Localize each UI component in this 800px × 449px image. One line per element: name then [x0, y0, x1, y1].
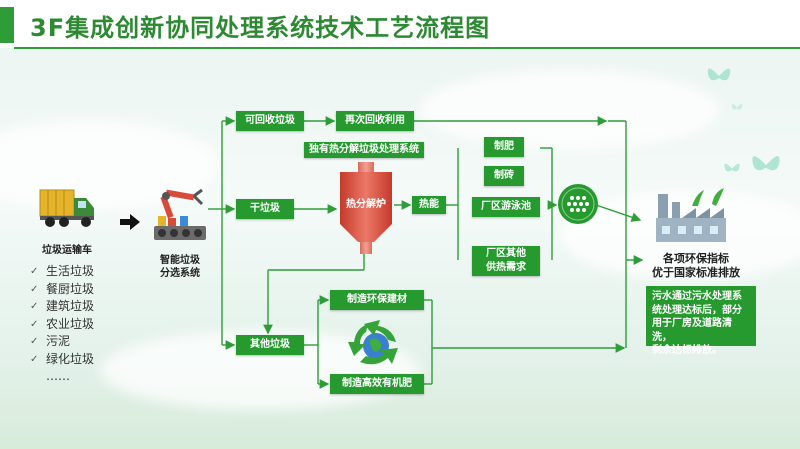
- robot-arm-icon: [154, 188, 206, 240]
- garbage-truck-icon: [39, 189, 94, 227]
- check-icon: ✓: [30, 283, 39, 295]
- pyrolysis-furnace-icon: [340, 162, 392, 254]
- list-ellipsis: ……: [46, 369, 70, 383]
- waste-type-list: ✓生活垃圾 ✓餐厨垃圾 ✓建筑垃圾 ✓农业垃圾 ✓污泥 ✓绿化垃圾 ……: [30, 263, 94, 386]
- other-heat-box: 厂区其他 供热需求: [472, 246, 540, 276]
- truck-to-sorter-arrow: [120, 214, 140, 230]
- fertilizer-box: 制肥: [484, 137, 524, 157]
- dry-waste-box: 干垃圾: [236, 199, 294, 219]
- building-material-box: 制造环保建材: [330, 290, 424, 310]
- check-icon: ✓: [30, 353, 39, 365]
- butterfly-icon: [707, 68, 731, 81]
- header-underline: [14, 47, 800, 49]
- wastewater-note: 污水通过污水处理系 统处理达标后，部分 用于厂房及道路清洗， 剩余达标排放。: [646, 286, 756, 356]
- butterfly-icon: [731, 103, 743, 110]
- recyclable-waste-box: 可回收垃圾: [236, 111, 304, 131]
- butterfly-icon: [724, 163, 740, 172]
- emission-standard-label: 各项环保指标 优于国家标准排放: [652, 252, 740, 279]
- list-item: ✓绿化垃圾: [30, 351, 94, 369]
- check-icon: ✓: [30, 318, 39, 330]
- list-item: ✓农业垃圾: [30, 316, 94, 334]
- organic-fertilizer-box: 制造高效有机肥: [330, 374, 424, 394]
- list-item: ✓生活垃圾: [30, 263, 94, 281]
- recycle-icon: [348, 320, 398, 365]
- check-icon: ✓: [30, 301, 39, 312]
- pyrolysis-system-box: 独有热分解垃圾处理系统: [304, 142, 424, 158]
- background-cloud: [420, 70, 720, 150]
- brick-box: 制砖: [484, 166, 524, 186]
- sorter-label: 智能垃圾 分选系统: [160, 255, 200, 279]
- list-item: ✓餐厨垃圾: [30, 281, 94, 299]
- page-title: 3F集成创新协同处理系统技术工艺流程图: [30, 14, 491, 42]
- factory-icon: [656, 188, 726, 242]
- list-item: ✓建筑垃圾: [30, 298, 94, 316]
- pyrolysis-furnace-box: 热分解炉: [346, 199, 386, 210]
- reuse-box: 再次回收利用: [336, 111, 414, 131]
- other-waste-box: 其他垃圾: [236, 335, 304, 355]
- check-icon: ✓: [30, 266, 39, 277]
- header-accent: [0, 7, 14, 43]
- list-item: ✓污泥: [30, 333, 94, 351]
- check-icon: ✓: [30, 336, 39, 347]
- pool-box: 厂区游泳池: [472, 197, 540, 217]
- filter-icon: [558, 184, 598, 224]
- header-bar: [0, 0, 800, 48]
- butterfly-icon: [752, 156, 780, 171]
- truck-label: 垃圾运输车: [42, 245, 92, 256]
- heat-energy-box: 热能: [412, 196, 446, 214]
